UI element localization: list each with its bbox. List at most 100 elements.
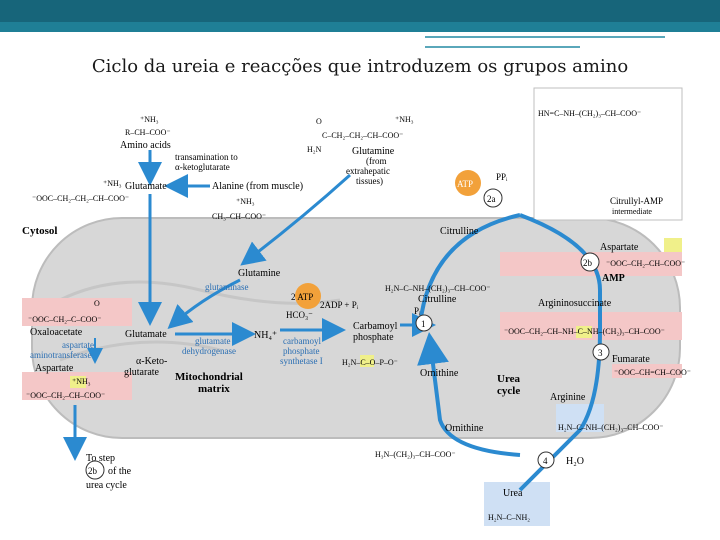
label: ⁻OOC–CH₂–CH–NH–C–NH–(CH₂)₃–CH–COO⁻ bbox=[504, 327, 665, 336]
label: H₂N–C–NH–(CH₂)₃–CH–COO⁻ bbox=[558, 423, 663, 432]
step-2a-marker bbox=[483, 188, 503, 208]
label: Glutamine bbox=[238, 268, 281, 279]
label: Fumarate bbox=[612, 354, 650, 365]
step-2b-label-left: 2b bbox=[88, 466, 98, 476]
label: transamination to bbox=[175, 152, 238, 162]
label: H₃N–(CH₂)₃–CH–COO⁻ bbox=[375, 450, 456, 459]
label: CH₃–CH–COO⁻ bbox=[212, 212, 266, 221]
label: Oxaloacetate bbox=[30, 327, 83, 338]
label: HCO₃⁻ bbox=[286, 310, 313, 320]
fumarate-highlight-box bbox=[612, 364, 682, 378]
label: ⁻OOC–CH₂–CH–COO⁻ bbox=[606, 259, 685, 268]
urea-cycle-label: cycle bbox=[497, 385, 520, 397]
urea-cycle-label: Urea bbox=[497, 373, 521, 385]
top-bar-accent bbox=[0, 22, 720, 32]
label: HN=C–NH–(CH₂)₃–CH–COO⁻ bbox=[538, 109, 641, 118]
step-3-marker bbox=[592, 343, 610, 361]
label: ⁺NH₃ bbox=[236, 197, 255, 206]
label: ⁻OOC–CH₂–C–COO⁻ bbox=[28, 315, 101, 324]
urea-cycle-loop bbox=[420, 213, 602, 492]
label: Glutamate bbox=[125, 181, 167, 192]
label: Carbamoyl bbox=[353, 321, 398, 332]
oxaloacetate-highlight-box bbox=[22, 298, 132, 326]
step-2a-label: 2a bbox=[487, 194, 496, 204]
label: 2ADP + Pᵢ bbox=[320, 300, 359, 310]
label: ⁺NH₃ bbox=[395, 115, 414, 124]
label: NH₄⁺ bbox=[254, 330, 277, 341]
step-2b-marker-left bbox=[85, 460, 105, 480]
label: glutaminase bbox=[205, 282, 249, 292]
label: ⁻OOC–CH₂–CH₂–CH–COO⁻ bbox=[32, 194, 129, 203]
step-2b-label: 2b bbox=[583, 258, 593, 268]
label: dehydrogenase bbox=[182, 346, 236, 356]
atp-badge bbox=[455, 170, 481, 196]
citrullyl-amp-panel bbox=[533, 87, 683, 221]
label: H₂N–C–NH₂ bbox=[488, 513, 530, 522]
step-2b-marker bbox=[580, 252, 600, 272]
step-1-label: 1 bbox=[421, 319, 426, 329]
label: glutarate bbox=[124, 367, 160, 378]
label: extrahepatic bbox=[346, 166, 390, 176]
label: Arginine bbox=[550, 392, 586, 403]
label: Glutamate bbox=[125, 329, 167, 340]
slide-title: Ciclo da ureia e reacções que introduzem… bbox=[91, 56, 629, 77]
label: phosphate bbox=[283, 346, 320, 356]
label: of the bbox=[108, 466, 132, 477]
label: Aspartate bbox=[600, 242, 639, 253]
label: Citrullyl-AMP bbox=[610, 196, 663, 206]
label: O bbox=[94, 299, 100, 308]
label: α-ketoglutarate bbox=[175, 162, 230, 172]
label: Amino acids bbox=[120, 140, 171, 151]
label: PPᵢ bbox=[496, 172, 508, 182]
label: Citrulline bbox=[440, 226, 479, 237]
label: Argininosuccinate bbox=[538, 298, 612, 309]
label: O bbox=[316, 117, 322, 126]
label: Ornithine bbox=[420, 368, 459, 379]
atp-label: 2 ATP bbox=[291, 292, 313, 302]
label: H₂N–C–O–P–O⁻ bbox=[342, 358, 398, 367]
step-3-label: 3 bbox=[598, 348, 603, 358]
label: aminotransferase bbox=[30, 350, 91, 360]
label: H₂N–C–NH–(CH₂)₃–CH–COO⁻ bbox=[385, 284, 490, 293]
label: ⁺NH₃ bbox=[72, 377, 91, 386]
header-stripe bbox=[425, 36, 665, 38]
label: H₂O bbox=[566, 456, 584, 467]
step-4-marker bbox=[537, 451, 555, 469]
cytosol-label: Cytosol bbox=[22, 225, 57, 237]
label: C–CH₂–CH₂–CH–COO⁻ bbox=[322, 131, 403, 140]
top-bar bbox=[0, 0, 720, 22]
label: (from bbox=[366, 156, 387, 166]
label: synthetase I bbox=[280, 356, 323, 366]
carbamoyl-c-highlight bbox=[360, 355, 374, 367]
arrow-glutamine-to-glutamate bbox=[167, 278, 241, 329]
step-4-label: 4 bbox=[543, 456, 548, 466]
label: urea cycle bbox=[86, 480, 127, 491]
label: matrix bbox=[198, 383, 230, 395]
label: Citrulline bbox=[418, 294, 457, 305]
label: Aspartate bbox=[35, 363, 74, 374]
label: ⁺NH₃ bbox=[103, 179, 122, 188]
label: To step bbox=[86, 453, 115, 464]
label: Urea bbox=[503, 488, 523, 499]
atp-badge-2 bbox=[295, 283, 321, 309]
label: Alanine (from muscle) bbox=[212, 181, 303, 192]
step-1-marker bbox=[415, 314, 433, 332]
label: ⁺NH₃ bbox=[140, 115, 159, 124]
label: tissues) bbox=[356, 176, 383, 186]
label: ⁻OOC–CH=CH–COO⁻ bbox=[614, 368, 691, 377]
label: R–CH–COO⁻ bbox=[125, 128, 171, 137]
arrow-glutamine-ext-to-mito bbox=[240, 173, 352, 266]
label: ⁻OOC–CH₂–CH–COO⁻ bbox=[26, 391, 105, 400]
label: carbamoyl bbox=[283, 336, 321, 346]
label: aspartate bbox=[62, 340, 94, 350]
label: H₂N bbox=[307, 145, 322, 154]
atp-label: ATP bbox=[457, 179, 473, 189]
label: Pᵢ bbox=[414, 306, 421, 316]
label: Glutamine bbox=[352, 146, 395, 157]
ammonia-highlight bbox=[664, 238, 682, 252]
label: intermediate bbox=[612, 207, 652, 216]
nh-highlight bbox=[576, 326, 592, 338]
header-stripe bbox=[425, 46, 580, 48]
label: α-Keto- bbox=[136, 356, 167, 367]
